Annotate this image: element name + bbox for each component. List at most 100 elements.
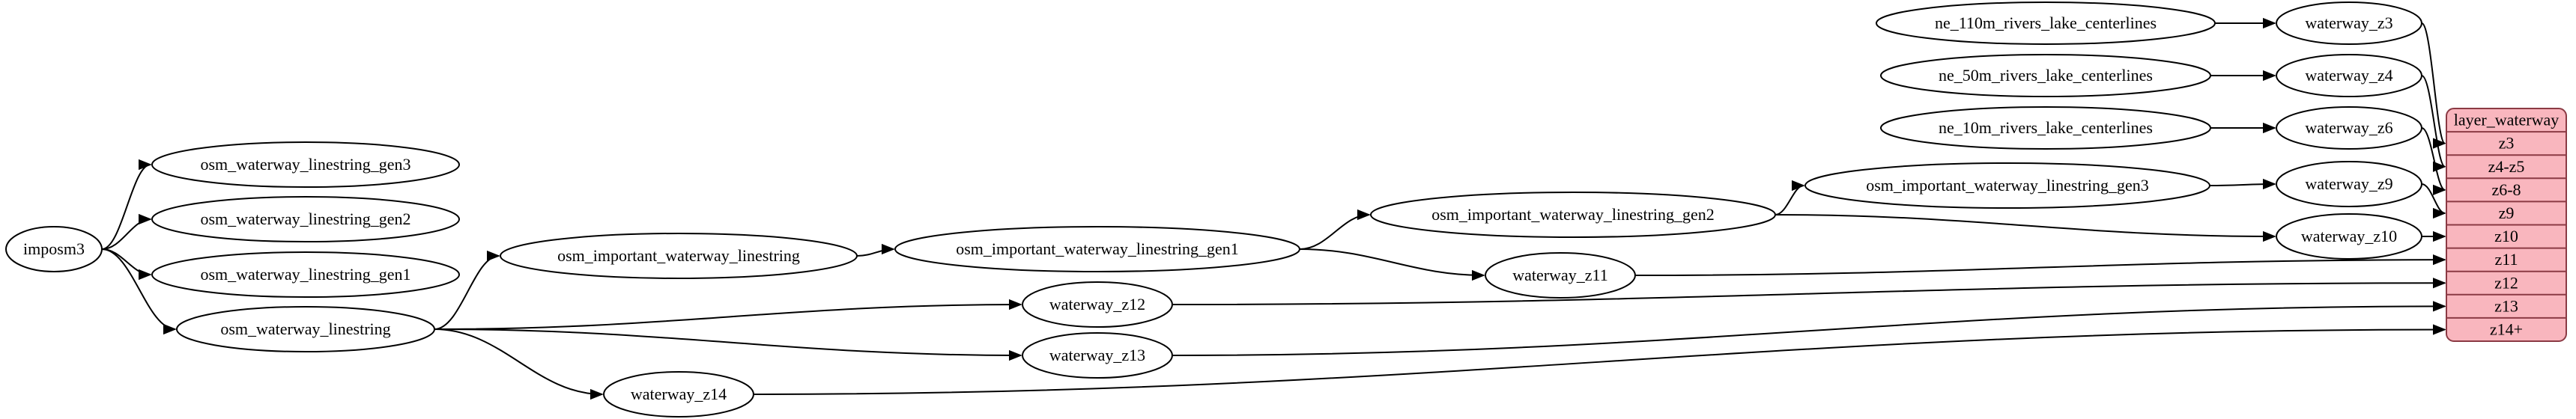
edge-osm_waterway_linestring-to-waterway_z14 xyxy=(434,328,604,400)
node-shape-osm_waterway_linestring_gen2 xyxy=(151,196,460,242)
edge-waterway_z4-to-layer_waterway:z4-z5 xyxy=(2421,75,2446,172)
node-label-waterway_z3: waterway_z3 xyxy=(2305,13,2392,32)
node-shape-osm_important_waterway_linestring_gen3 xyxy=(1804,162,2210,209)
node-label-waterway_z6: waterway_z6 xyxy=(2305,118,2392,137)
node-osm_waterway_linestring_gen2: osm_waterway_linestring_gen2 xyxy=(151,196,460,242)
node-label-imposm3: imposm3 xyxy=(23,239,85,258)
edge-osm_important_waterway_linestring_gen3-to-waterway_z9 xyxy=(2209,178,2276,190)
edge-osm_important_waterway_linestring-to-osm_important_waterway_linestring_gen1 xyxy=(856,243,895,257)
node-shape-osm_important_waterway_linestring xyxy=(500,233,858,279)
node-waterway_z11: waterway_z11 xyxy=(1485,252,1636,299)
edge-waterway_z6-to-layer_waterway:z6-8 xyxy=(2421,127,2446,195)
node-osm_important_waterway_linestring_gen2: osm_important_waterway_linestring_gen2 xyxy=(1370,192,1776,238)
node-waterway_z3: waterway_z3 xyxy=(2276,1,2422,45)
node-shape-osm_waterway_linestring xyxy=(176,306,435,352)
record-row-z11: z11 xyxy=(2495,250,2518,269)
record-row-z14+: z14+ xyxy=(2490,319,2523,338)
node-label-osm_waterway_linestring_gen3: osm_waterway_linestring_gen3 xyxy=(200,155,410,174)
node-shape-osm_important_waterway_linestring_gen1 xyxy=(894,226,1300,272)
node-shape-imposm3 xyxy=(5,226,103,272)
nodes-layer: imposm3 osm_waterway_linestring_gen3 osm_w… xyxy=(5,1,2422,418)
edge-waterway_z9-to-layer_waterway:z9 xyxy=(2421,183,2446,219)
edge-osm_important_waterway_linestring_gen2-to-osm_important_waterway_linestring_gen3 xyxy=(1775,180,1805,215)
node-label-osm_important_waterway_linestring_gen1: osm_important_waterway_linestring_gen1 xyxy=(956,239,1239,258)
record-row-z10: z10 xyxy=(2494,227,2518,245)
node-label-waterway_z9: waterway_z9 xyxy=(2305,174,2392,193)
node-ne_10m_rivers_lake_centerlines: ne_10m_rivers_lake_centerlines xyxy=(1880,106,2211,150)
edge-osm_important_waterway_linestring_gen1-to-osm_important_waterway_linestring_gen2 xyxy=(1299,209,1371,250)
edge-waterway_z3-to-layer_waterway:z3 xyxy=(2421,22,2446,149)
edge-waterway_z11-to-layer_waterway:z11 xyxy=(1634,254,2446,276)
edges-layer xyxy=(101,17,2446,400)
node-shape-osm_important_waterway_linestring_gen2 xyxy=(1370,192,1776,238)
node-label-osm_waterway_linestring: osm_waterway_linestring xyxy=(220,319,390,338)
record-row-z4-z5: z4-z5 xyxy=(2488,157,2525,176)
record-row-z12: z12 xyxy=(2494,273,2518,292)
node-waterway_z12: waterway_z12 xyxy=(1022,281,1173,328)
edge-osm_waterway_linestring-to-osm_important_waterway_linestring xyxy=(434,250,500,330)
node-label-waterway_z11: waterway_z11 xyxy=(1512,266,1607,284)
node-label-osm_important_waterway_linestring: osm_important_waterway_linestring xyxy=(557,246,800,265)
node-osm_waterway_linestring_gen3: osm_waterway_linestring_gen3 xyxy=(151,141,460,188)
node-shape-ne_110m_rivers_lake_centerlines xyxy=(1876,1,2216,45)
node-osm_important_waterway_linestring: osm_important_waterway_linestring xyxy=(500,233,858,279)
node-waterway_z13: waterway_z13 xyxy=(1022,332,1173,379)
edge-imposm3-to-osm_waterway_linestring xyxy=(101,248,177,335)
node-label-waterway_z10: waterway_z10 xyxy=(2301,227,2397,245)
node-label-ne_50m_rivers_lake_centerlines: ne_50m_rivers_lake_centerlines xyxy=(1939,66,2153,85)
node-ne_50m_rivers_lake_centerlines: ne_50m_rivers_lake_centerlines xyxy=(1880,54,2211,97)
node-shape-waterway_z13 xyxy=(1022,332,1173,379)
node-waterway_z10: waterway_z10 xyxy=(2276,213,2422,260)
node-label-waterway_z12: waterway_z12 xyxy=(1049,295,1145,314)
record-layer_waterway: layer_waterway z3 z4-z5 z6-8 z9 z10 z11 z12 z13 z… xyxy=(2446,108,2567,342)
node-imposm3: imposm3 xyxy=(5,226,103,272)
node-shape-waterway_z11 xyxy=(1485,252,1636,299)
node-label-osm_important_waterway_linestring_gen3: osm_important_waterway_linestring_gen3 xyxy=(1866,176,2149,195)
node-osm_important_waterway_linestring_gen1: osm_important_waterway_linestring_gen1 xyxy=(894,226,1300,272)
record-title: layer_waterway xyxy=(2454,111,2559,129)
node-label-waterway_z14: waterway_z14 xyxy=(631,385,727,403)
node-label-osm_important_waterway_linestring_gen2: osm_important_waterway_linestring_gen2 xyxy=(1431,205,1715,224)
node-osm_waterway_linestring: osm_waterway_linestring xyxy=(176,306,435,352)
node-shape-waterway_z6 xyxy=(2276,106,2422,150)
node-shape-waterway_z9 xyxy=(2276,161,2422,207)
node-shape-osm_waterway_linestring_gen3 xyxy=(151,141,460,188)
node-label-osm_waterway_linestring_gen2: osm_waterway_linestring_gen2 xyxy=(200,210,410,228)
node-label-waterway_z4: waterway_z4 xyxy=(2305,66,2392,85)
node-label-ne_10m_rivers_lake_centerlines: ne_10m_rivers_lake_centerlines xyxy=(1939,118,2153,137)
node-shape-waterway_z14 xyxy=(603,371,754,418)
record-row-z3: z3 xyxy=(2499,134,2515,153)
node-waterway_z6: waterway_z6 xyxy=(2276,106,2422,150)
node-ne_110m_rivers_lake_centerlines: ne_110m_rivers_lake_centerlines xyxy=(1876,1,2216,45)
edge-osm_important_waterway_linestring_gen1-to-waterway_z11 xyxy=(1299,248,1485,281)
node-shape-waterway_z10 xyxy=(2276,213,2422,260)
node-label-osm_waterway_linestring_gen1: osm_waterway_linestring_gen1 xyxy=(200,265,410,284)
edge-waterway_z13-to-layer_waterway:z13 xyxy=(1172,301,2446,356)
node-shape-osm_waterway_linestring_gen1 xyxy=(151,251,460,298)
node-shape-waterway_z3 xyxy=(2276,1,2422,45)
edge-osm_important_waterway_linestring_gen2-to-waterway_z10 xyxy=(1775,214,2276,242)
edge-imposm3-to-osm_waterway_linestring_gen2 xyxy=(101,213,152,250)
node-label-waterway_z13: waterway_z13 xyxy=(1049,346,1145,364)
node-waterway_z14: waterway_z14 xyxy=(603,371,754,418)
record-row-z13: z13 xyxy=(2494,296,2518,315)
node-shape-ne_50m_rivers_lake_centerlines xyxy=(1880,54,2211,97)
node-waterway_z9: waterway_z9 xyxy=(2276,161,2422,207)
node-shape-waterway_z4 xyxy=(2276,54,2422,97)
record-row-z9: z9 xyxy=(2499,204,2515,222)
record-layer: layer_waterway z3 z4-z5 z6-8 z9 z10 z11 z12 z13 z… xyxy=(2446,108,2567,342)
edge-waterway_z12-to-layer_waterway:z12 xyxy=(1172,278,2446,305)
node-osm_important_waterway_linestring_gen3: osm_important_waterway_linestring_gen3 xyxy=(1804,162,2210,209)
node-shape-ne_10m_rivers_lake_centerlines xyxy=(1880,106,2211,150)
node-shape-waterway_z12 xyxy=(1022,281,1173,328)
node-label-ne_110m_rivers_lake_centerlines: ne_110m_rivers_lake_centerlines xyxy=(1935,13,2157,32)
edge-imposm3-to-osm_waterway_linestring_gen1 xyxy=(101,248,152,281)
node-waterway_z4: waterway_z4 xyxy=(2276,54,2422,97)
record-row-z6-8: z6-8 xyxy=(2491,180,2521,199)
node-osm_waterway_linestring_gen1: osm_waterway_linestring_gen1 xyxy=(151,251,460,298)
edge-waterway_z14-to-layer_waterway:z14+ xyxy=(753,324,2446,395)
edge-osm_waterway_linestring-to-waterway_z12 xyxy=(434,299,1022,330)
edge-osm_waterway_linestring-to-waterway_z13 xyxy=(434,328,1022,361)
